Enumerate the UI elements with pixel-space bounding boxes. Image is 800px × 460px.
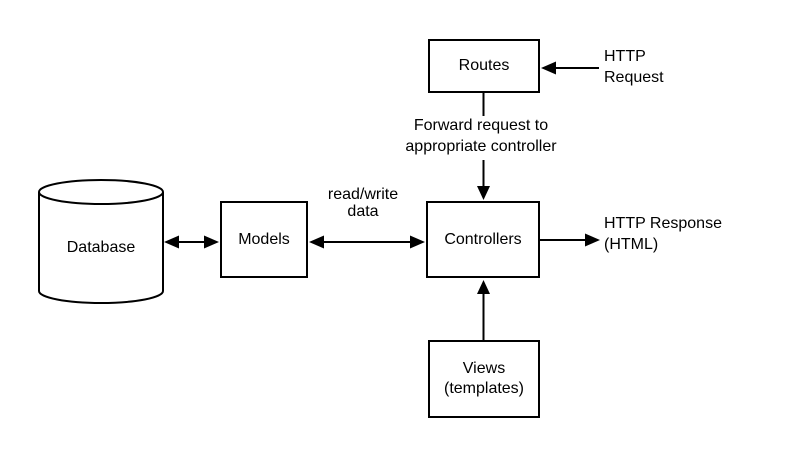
arrow-routes-to-controllers bbox=[477, 93, 490, 200]
annotation-forward-request: Forward request to appropriate controlle… bbox=[378, 115, 584, 157]
node-views-label-line2: (templates) bbox=[443, 380, 525, 397]
annotation-read-write-line2: data bbox=[347, 203, 379, 220]
arrow-database-models bbox=[164, 235, 219, 249]
node-controllers: Controllers bbox=[426, 201, 540, 278]
annotation-http-response: HTTP Response (HTML) bbox=[604, 213, 722, 255]
node-database-label: Database bbox=[39, 192, 163, 291]
annotation-http-request: HTTP Request bbox=[604, 46, 664, 88]
annotation-http-request-line2: Request bbox=[604, 69, 664, 86]
arrow-http-request-to-routes bbox=[541, 61, 599, 75]
arrow-controllers-to-response bbox=[540, 233, 600, 247]
node-controllers-label: Controllers bbox=[444, 230, 522, 248]
cylinder-top-ellipse bbox=[38, 179, 164, 205]
arrow-models-controllers bbox=[309, 235, 425, 249]
annotation-forward-line1: Forward request to bbox=[413, 117, 549, 134]
cylinder-bottom-arc bbox=[38, 290, 164, 304]
annotation-http-response-line2: (HTML) bbox=[604, 236, 659, 253]
annotation-http-request-line1: HTTP bbox=[604, 48, 646, 65]
database-label-text: Database bbox=[66, 239, 136, 256]
arrow-views-to-controllers bbox=[477, 280, 490, 340]
annotation-forward-line2: appropriate controller bbox=[405, 138, 557, 155]
annotation-read-write-line1: read/write bbox=[327, 186, 399, 203]
annotation-read-write-data: read/write data bbox=[313, 186, 413, 220]
database-cylinder bbox=[38, 179, 164, 304]
node-models: Models bbox=[220, 201, 308, 278]
node-models-label: Models bbox=[238, 230, 290, 248]
annotation-http-response-line1: HTTP Response bbox=[604, 215, 722, 232]
node-routes: Routes bbox=[428, 39, 540, 93]
node-views: Views (templates) bbox=[428, 340, 540, 418]
node-views-label-line1: Views bbox=[462, 360, 506, 377]
node-routes-label: Routes bbox=[458, 57, 510, 74]
